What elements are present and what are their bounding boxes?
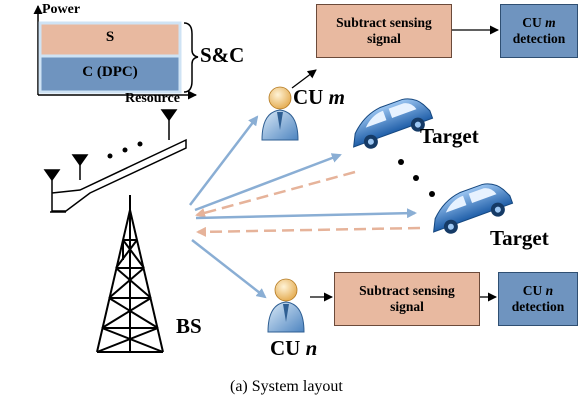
arrow-to-cu-m (189, 115, 259, 206)
c-dpc-block (38, 54, 182, 94)
arrow-to-cu-n (191, 239, 267, 299)
s-block-label: S (105, 29, 115, 45)
power-axis-label: Power (42, 2, 81, 17)
signal-arrows (189, 115, 421, 299)
cu-n-label: CU n (270, 336, 318, 360)
echo-from-target-2 (196, 226, 421, 237)
cu-n-icon (267, 278, 305, 333)
target-label-1: Target (420, 124, 479, 148)
resource-chart (33, 5, 199, 100)
target-label-2: Target (490, 226, 549, 250)
s-block (38, 21, 182, 58)
antenna-array (43, 109, 187, 213)
bs-label: BS (176, 314, 202, 338)
car-icon-target-2 (433, 183, 514, 234)
target-dots (398, 159, 435, 197)
sc-label: S&C (200, 43, 245, 67)
caption: (a) System layout (230, 378, 343, 395)
bs-tower (96, 195, 164, 353)
flow-arrows (291, 25, 499, 302)
arrow-to-target-1 (194, 153, 342, 212)
resource-axis-label: Resource (125, 91, 180, 106)
echo-from-target-1 (195, 170, 356, 218)
cu-m-icon (261, 86, 299, 141)
car-icon-target-1 (353, 98, 434, 149)
arrow-to-target-2 (195, 208, 417, 220)
c-dpc-block-label: C (DPC) (82, 64, 138, 80)
cu-m-label: CU m (293, 85, 345, 109)
caption-clip: (a) System layout (0, 378, 583, 399)
sc-brace (183, 22, 199, 93)
